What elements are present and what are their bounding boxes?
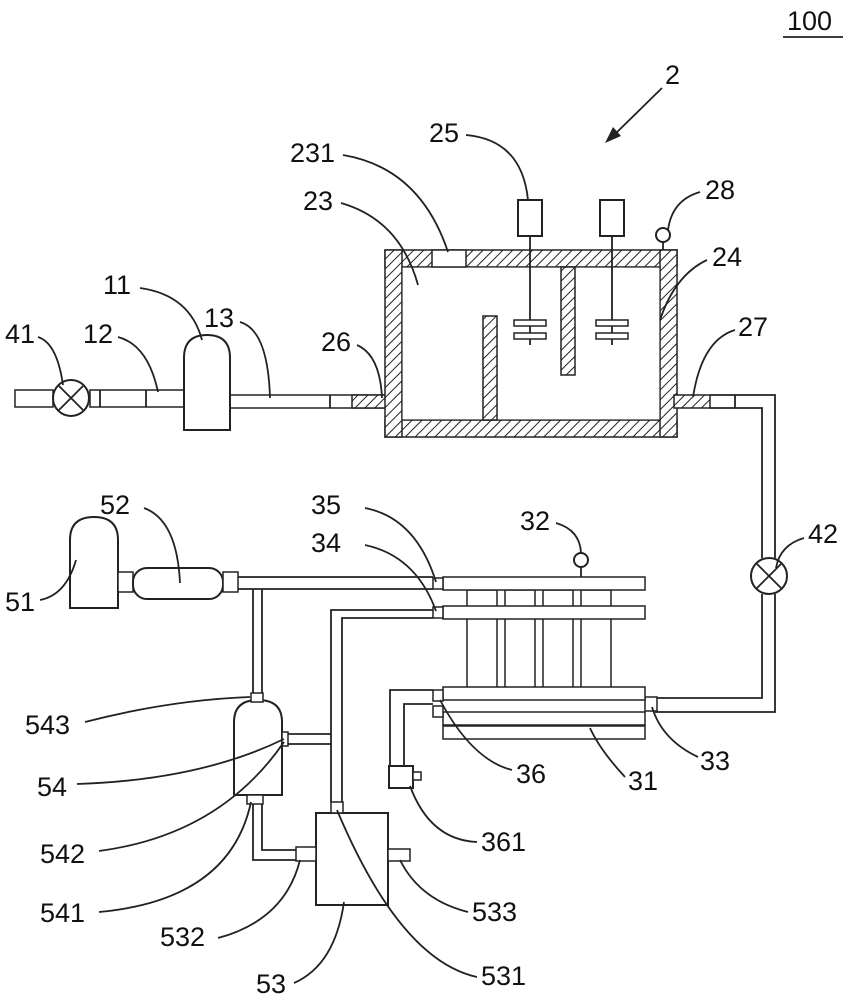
label-25: 25 [429, 118, 459, 148]
label-11: 11 [103, 270, 131, 300]
outlet-pipeline [644, 394, 788, 713]
bar-upper-lower [442, 686, 646, 701]
label-533: 533 [472, 897, 517, 927]
vessel-cavity [401, 266, 661, 421]
plate-column-1 [466, 589, 498, 689]
collector-53 [295, 801, 411, 906]
leader-lines [37, 134, 805, 984]
label-231: 231 [290, 138, 335, 168]
inlet-pipe-stub [14, 389, 54, 408]
assembly-arrowhead [605, 127, 621, 143]
label-541: 541 [40, 898, 85, 928]
impeller-left-upper [513, 319, 547, 327]
vessel-bottom-wall [384, 419, 678, 438]
label-35: 35 [311, 490, 341, 520]
label-27: 27 [738, 312, 768, 342]
port-532 [295, 846, 317, 862]
separator-54 [233, 692, 296, 861]
reactor-vessel [384, 199, 711, 438]
lower-baffle [482, 315, 498, 421]
label-531: 531 [481, 961, 526, 991]
drain-valve-361 [388, 765, 414, 789]
bar-34 [442, 605, 646, 620]
vessel-top-wall [384, 249, 678, 268]
port-36-upper [432, 689, 444, 702]
label-532: 532 [160, 922, 205, 952]
vessel-left-wall [384, 249, 403, 438]
label-52: 52 [100, 490, 130, 520]
label-41: 41 [5, 319, 35, 349]
gauge-28 [655, 227, 671, 243]
label-542: 542 [40, 839, 85, 869]
filter-52 [132, 567, 224, 600]
pipe-12 [89, 389, 185, 408]
pump-11 [183, 333, 231, 431]
impeller-left-lower [513, 332, 547, 340]
label-34: 34 [311, 528, 341, 558]
label-42: 42 [808, 519, 838, 549]
label-51: 51 [5, 587, 35, 617]
label-31: 31 [628, 766, 658, 796]
label-543: 543 [25, 710, 70, 740]
label-28: 28 [705, 175, 735, 205]
assembly-label: 2 [665, 60, 680, 90]
port-34 [432, 606, 444, 619]
port-541 [246, 794, 264, 805]
assembly-arrow-line [611, 87, 663, 138]
port-35 [432, 577, 444, 590]
agitator-motor-25 [517, 199, 543, 237]
label-23: 23 [303, 186, 333, 216]
label-13: 13 [204, 303, 234, 333]
bar-36 [442, 711, 646, 726]
label-33: 33 [700, 746, 730, 776]
reference-numerals: 41 12 11 13 26 23 231 25 28 24 27 35 34 … [5, 118, 838, 999]
impeller-right-lower [595, 332, 629, 340]
upper-baffle [560, 266, 576, 376]
separator-body [233, 698, 283, 796]
port-36 [432, 705, 444, 718]
label-32: 32 [520, 506, 550, 536]
vessel-right-wall [659, 249, 678, 438]
plate-column-3 [542, 589, 574, 689]
port-543 [250, 692, 264, 703]
figure-number-label: 100 [787, 6, 832, 36]
top-opening-231 [431, 249, 467, 268]
gauge-32 [573, 552, 589, 568]
port-531 [330, 801, 344, 814]
label-54: 54 [37, 772, 67, 802]
label-53: 53 [256, 969, 286, 999]
label-26: 26 [321, 327, 351, 357]
plate-column-4 [580, 589, 612, 689]
inlet-pipeline [14, 333, 389, 431]
tank-51 [69, 515, 119, 609]
label-361: 361 [481, 827, 526, 857]
label-36: 36 [516, 759, 546, 789]
port-33 [644, 696, 658, 712]
bar-35 [442, 576, 646, 591]
outlet-nozzle-27 [673, 394, 711, 409]
label-24: 24 [712, 242, 742, 272]
label-12: 12 [83, 319, 113, 349]
port-533 [387, 848, 411, 862]
base-plate-31 [442, 725, 646, 740]
agitator-motor-right [599, 199, 625, 237]
plate-column-2 [504, 589, 536, 689]
impeller-right-upper [595, 319, 629, 327]
